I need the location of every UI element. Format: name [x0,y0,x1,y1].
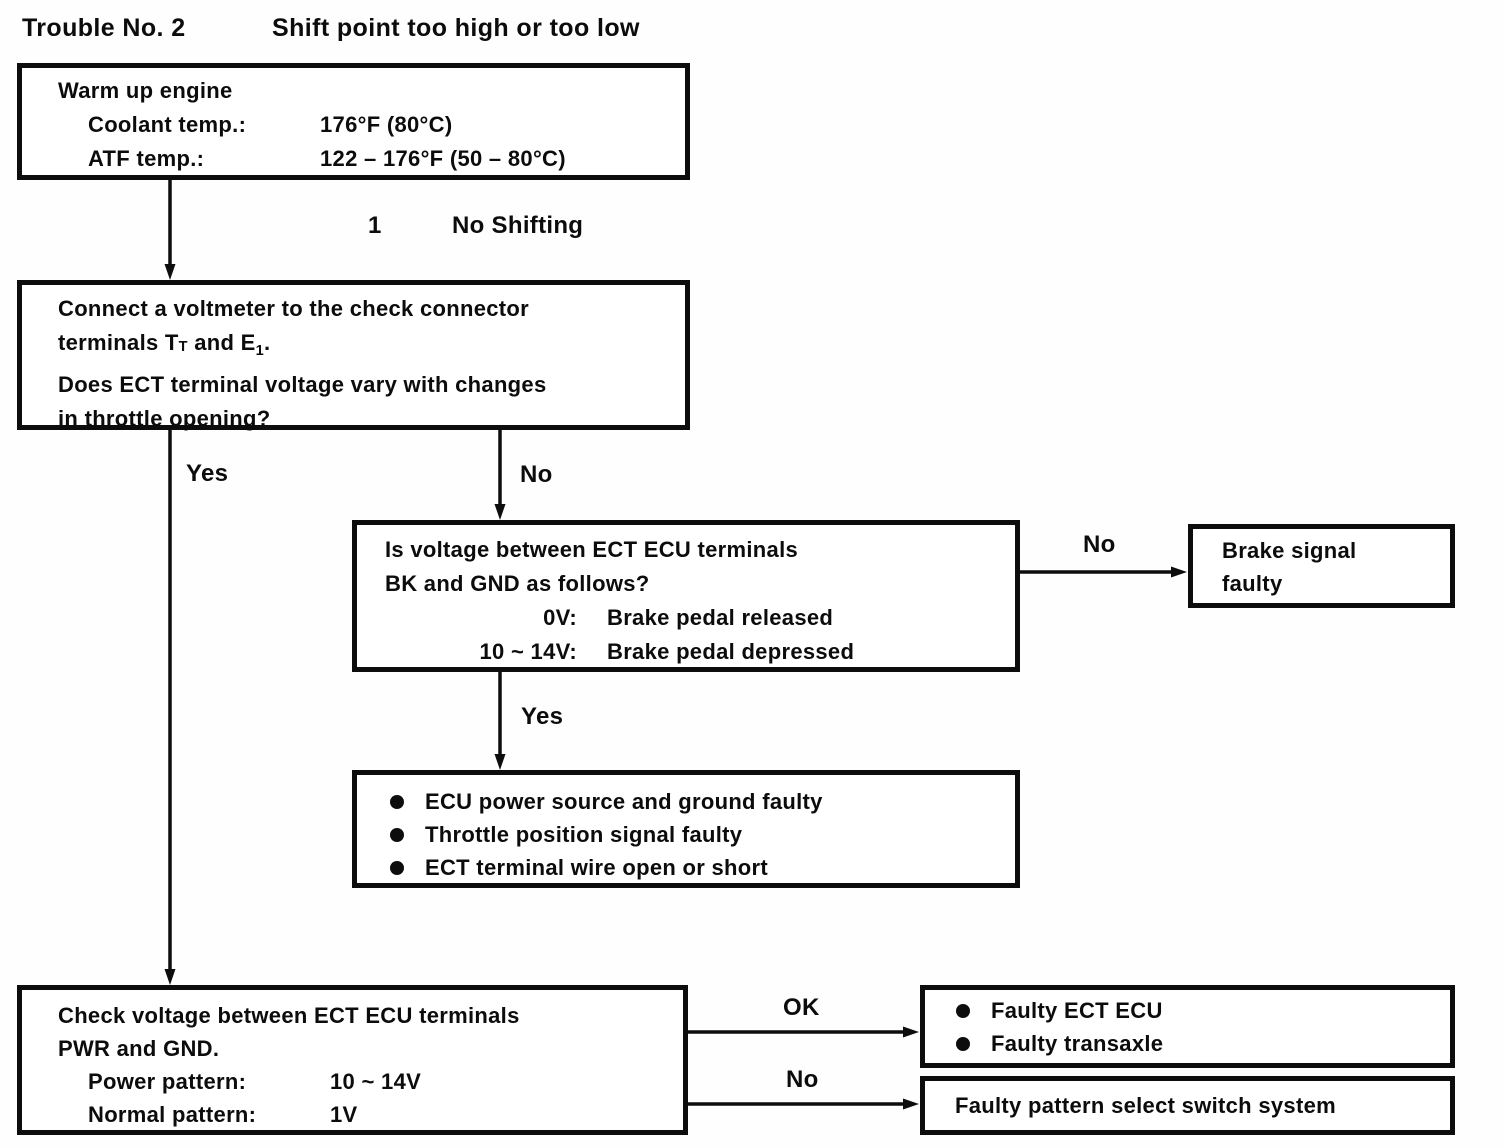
bk-gnd-line-1: Is voltage between ECT ECU terminals [385,537,799,562]
arrowhead-down-icon [494,754,506,770]
fault-item: Faulty ECT ECU [956,994,1450,1027]
bk-gnd-voltage-box: Is voltage between ECT ECU terminals BK … [352,520,1020,672]
brake-signal-faulty-box: Brake signal faulty [1188,524,1455,608]
section-name: No Shifting [452,212,584,239]
section-number: 1 [368,212,382,239]
brake-released-voltage: 0V: [543,605,577,630]
arrowhead-right-icon [1171,566,1187,578]
bk-gnd-line-2: BK and GND as follows? [385,571,650,596]
brake-depressed-voltage: 10 ~ 14V: [479,639,577,664]
check-voltage-box: Check voltage between ECT ECU terminals … [17,985,688,1135]
arrowhead-down-icon [494,504,506,520]
branch-label-no: No [1083,531,1116,558]
ecu-faults-box: ECU power source and ground faulty Throt… [352,770,1020,888]
page-title-trouble-number: Trouble No. 2 [22,14,186,42]
branch-label-yes: Yes [186,460,229,487]
normal-pattern-label: Normal pattern: [88,1102,257,1127]
bullet-icon [390,794,404,809]
power-pattern-value: 10 ~ 14V [330,1069,422,1094]
brake-signal-line-2: faulty [1222,571,1283,596]
branch-label-no: No [786,1066,819,1093]
faulty-ecu-box: Faulty ECT ECU Faulty transaxle [920,985,1455,1068]
connect-voltmeter-box: Connect a voltmeter to the check connect… [17,280,690,431]
brake-released-condition: Brake pedal released [607,605,834,630]
arrowhead-right-icon [903,1026,919,1038]
page-title-description: Shift point too high or too low [272,14,640,42]
coolant-temp-value: 176°F (80°C) [320,112,453,137]
bullet-icon [956,1003,970,1018]
warm-up-line: Warm up engine [58,78,233,103]
power-pattern-label: Power pattern: [88,1069,247,1094]
brake-depressed-condition: Brake pedal depressed [607,639,855,664]
brake-signal-line-1: Brake signal [1222,538,1357,563]
bullet-icon [390,860,404,875]
check-voltage-line-1: Check voltage between ECT ECU terminals [58,1003,520,1028]
atf-temp-label: ATF temp.: [88,146,205,171]
fault-item: Faulty transaxle [956,1027,1450,1060]
voltmeter-line-4: in throttle opening? [58,406,271,432]
fault-item: ECT terminal wire open or short [390,851,1015,884]
branch-label-no: No [520,461,553,488]
terminal-e1-subscript: 1 [255,343,265,360]
fault-item: ECU power source and ground faulty [390,785,1015,818]
branch-label-yes: Yes [521,703,564,730]
voltmeter-line-3: Does ECT terminal voltage vary with chan… [58,372,547,398]
arrowhead-right-icon [903,1098,919,1110]
coolant-temp-label: Coolant temp.: [88,112,247,137]
atf-temp-value: 122 – 176°F (50 – 80°C) [320,146,566,171]
fault-item: Throttle position signal faulty [390,818,1015,851]
terminal-tt-subscript: T [178,339,188,356]
faulty-pattern-box: Faulty pattern select switch system [920,1076,1455,1135]
arrowhead-down-icon [164,969,176,985]
arrowhead-down-icon [164,264,176,280]
branch-label-ok: OK [783,994,820,1021]
check-voltage-line-2: PWR and GND. [58,1036,220,1061]
voltmeter-line-2: terminals TT and E1. [58,330,271,360]
normal-pattern-value: 1V [330,1102,358,1127]
bullet-icon [956,1036,970,1051]
faulty-pattern-text: Faulty pattern select switch system [955,1092,1336,1118]
bullet-icon [390,827,404,842]
voltmeter-line-1: Connect a voltmeter to the check connect… [58,296,530,321]
warm-up-engine-box: Warm up engine Coolant temp.: 176°F (80°… [17,63,690,180]
